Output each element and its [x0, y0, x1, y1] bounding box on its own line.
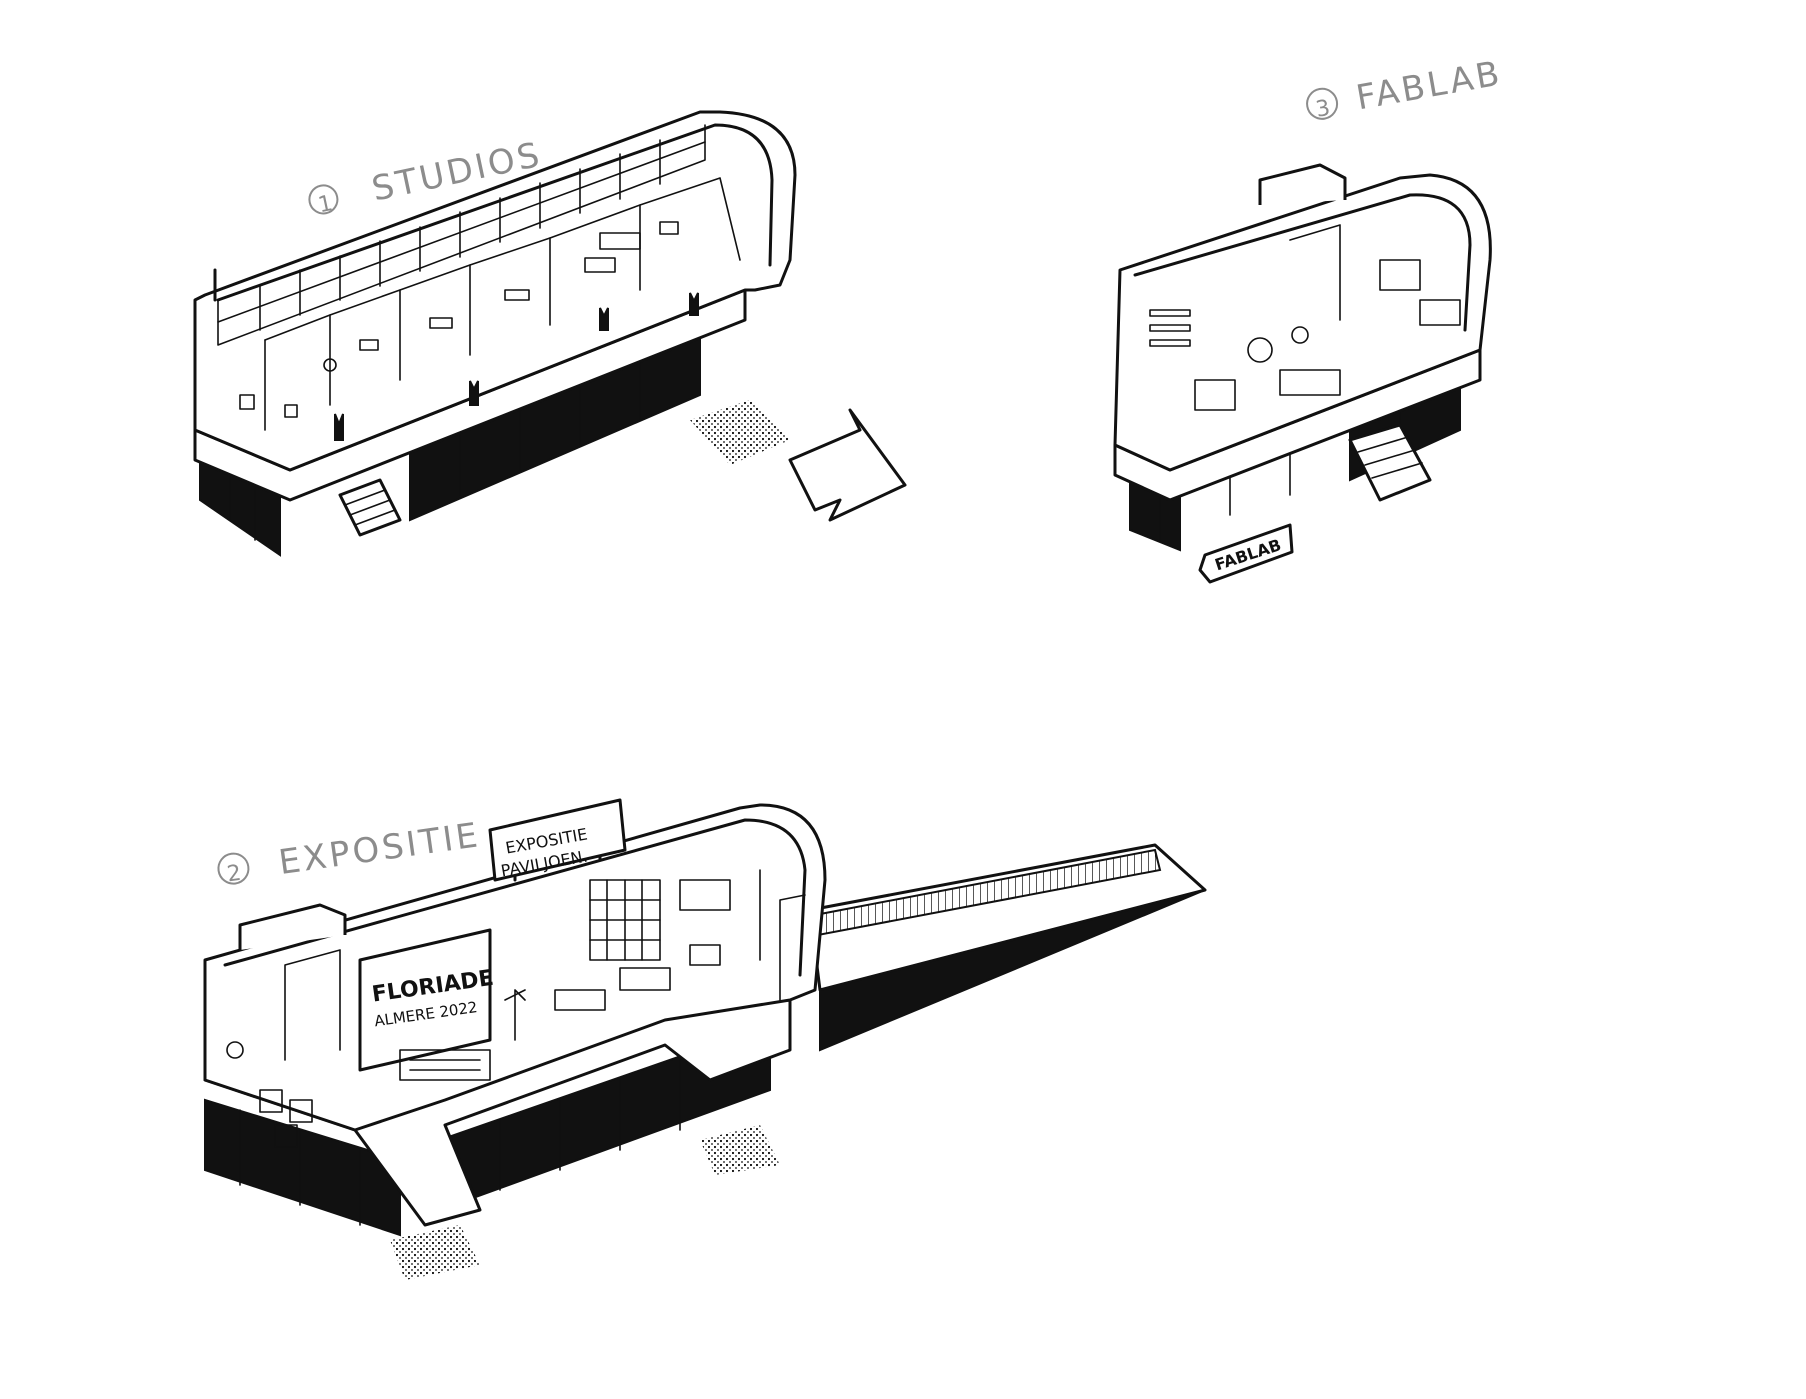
direction-arrow — [788, 408, 907, 522]
studios-stairs — [338, 478, 402, 537]
label-expositie-text: EXPOSITIE — [276, 815, 483, 883]
studios-rooms — [264, 177, 741, 431]
studios-ground-shadow — [690, 400, 790, 465]
studios-plants — [334, 292, 699, 441]
label-fablab: 3 FABLAB — [1306, 53, 1505, 123]
label-fablab-number: 3 — [1314, 95, 1335, 123]
fablab-hull — [1113, 173, 1492, 472]
label-studios-number: 1 — [316, 190, 338, 218]
label-fablab-text: FABLAB — [1353, 53, 1505, 118]
expositie-window — [589, 869, 761, 961]
pavilion-sign: EXPOSITIE PAVILJOEN. — [488, 798, 627, 882]
floriade-wall: FLORIADE ALMERE 2022 — [358, 928, 495, 1072]
fablab-interior — [1149, 224, 1461, 411]
fablab-building: FABLAB — [1113, 163, 1492, 584]
expositie-building: FLORIADE ALMERE 2022 EXPOSITIE PAVILJOE — [203, 798, 1207, 1280]
studios-window-mullions — [217, 139, 706, 331]
expositie-exhibits — [226, 944, 721, 1148]
label-expositie-number: 2 — [226, 860, 246, 887]
studios-furniture — [239, 221, 679, 418]
studios-building — [193, 110, 797, 557]
label-expositie: 2 EXPOSITIE — [217, 815, 483, 887]
fablab-sign: FABLAB — [1198, 523, 1294, 584]
studios-hull — [193, 110, 797, 472]
